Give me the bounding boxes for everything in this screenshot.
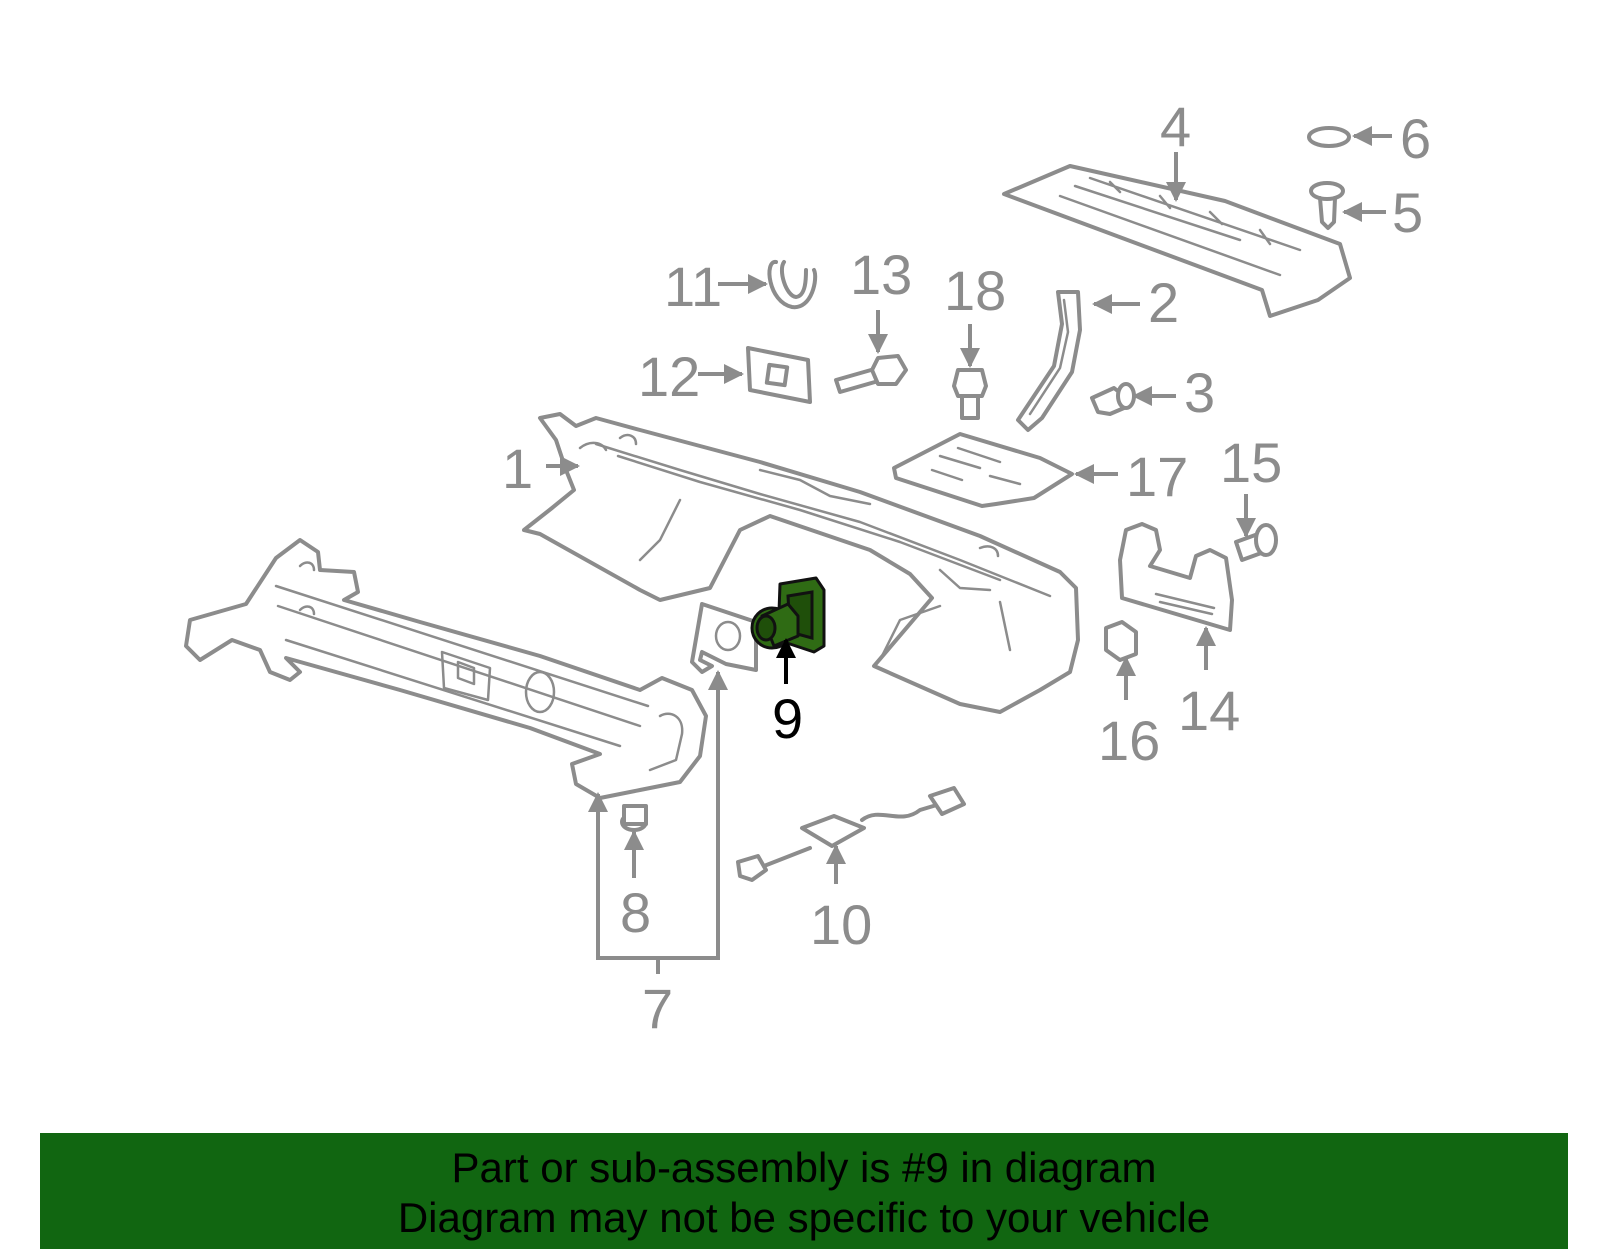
part-14-bracket[interactable] — [1118, 522, 1234, 632]
part-12-plate[interactable] — [746, 346, 812, 404]
callout-3: 3 — [1184, 361, 1215, 424]
callout-15: 15 — [1220, 431, 1282, 494]
info-banner: Part or sub-assembly is #9 in diagram Di… — [40, 1133, 1568, 1249]
callout-17: 17 — [1126, 445, 1188, 508]
callout-12: 12 — [638, 345, 700, 408]
callout-10: 10 — [810, 893, 872, 956]
banner-line-2: Diagram may not be specific to your vehi… — [397, 1194, 1211, 1241]
part-17-reinforcement[interactable] — [892, 432, 1074, 508]
part-13-bolt[interactable] — [834, 354, 908, 394]
callout-13: 13 — [850, 243, 912, 306]
callout-7: 7 — [642, 977, 673, 1040]
callout-2: 2 — [1148, 271, 1179, 334]
callout-14: 14 — [1178, 679, 1240, 742]
part-8-bolt[interactable] — [620, 804, 648, 832]
part-11-u-clip[interactable] — [767, 260, 818, 310]
callout-8: 8 — [620, 881, 651, 944]
callout-18: 18 — [944, 259, 1006, 322]
callout-5: 5 — [1392, 181, 1423, 244]
part-4-step-pad[interactable] — [1002, 164, 1352, 318]
part-7-hitch-receiver[interactable] — [184, 538, 708, 800]
leader-lines — [546, 126, 1392, 974]
part-10-wiring-harness[interactable] — [736, 786, 966, 882]
part-16-clip[interactable] — [1104, 620, 1138, 662]
part-6-ring[interactable] — [1307, 126, 1351, 148]
part-2-bracket[interactable] — [1016, 290, 1082, 432]
callout-labels: 1 2 3 4 5 6 7 8 9 10 11 12 13 14 15 16 1… — [502, 95, 1431, 1040]
callout-9: 9 — [772, 687, 803, 750]
callout-1: 1 — [502, 437, 533, 500]
part-7-mount-plate[interactable] — [690, 602, 758, 674]
callout-11: 11 — [664, 255, 722, 318]
callout-6: 6 — [1400, 107, 1431, 170]
part-18-stud-bolt[interactable] — [952, 368, 988, 420]
part-9-highlighted[interactable] — [750, 576, 826, 654]
part-15-push-pin[interactable] — [1234, 523, 1278, 562]
callout-16: 16 — [1098, 709, 1160, 772]
callout-4: 4 — [1160, 95, 1191, 158]
part-3-bolt[interactable] — [1090, 382, 1136, 416]
part-1-crossmember[interactable] — [522, 412, 1080, 714]
banner-line-1: Part or sub-assembly is #9 in diagram — [451, 1144, 1157, 1191]
part-5-push-pin[interactable] — [1309, 181, 1345, 230]
